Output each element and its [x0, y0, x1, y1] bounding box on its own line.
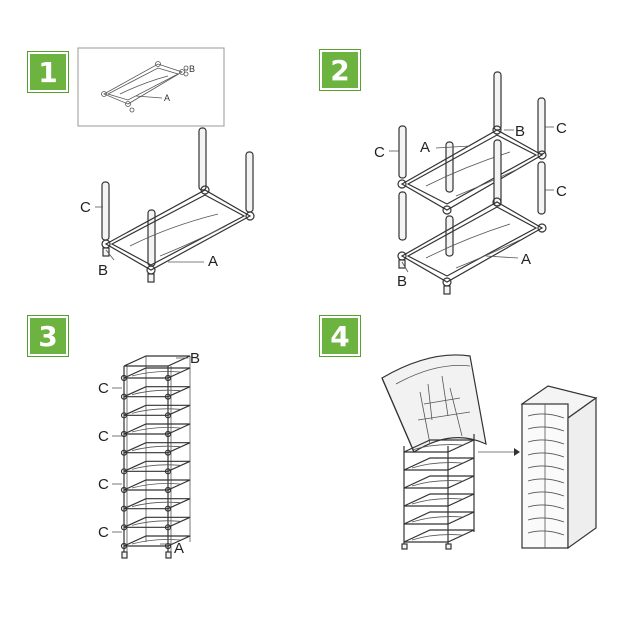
step-1-pole: [245, 151, 254, 213]
step-1-pole: [198, 127, 207, 191]
step-3-label-c3: C: [98, 476, 109, 493]
step-4-shelf-tier: [403, 493, 475, 507]
step-3-label-a: A: [174, 540, 184, 557]
step-2-label-a-top: A: [420, 139, 430, 156]
step-3-shelf-tier: [123, 498, 191, 510]
step-1-inset-label-b: B: [189, 64, 195, 74]
step-3-shelf-tier: [123, 367, 191, 379]
step-2-label-c-right-mid: C: [556, 183, 567, 200]
step-4-cover: [381, 354, 487, 453]
step-1-inset-label-a: A: [164, 93, 170, 103]
step-3-shelf-tier: [123, 516, 191, 528]
step-1-illustration: B A C B: [77, 47, 255, 283]
step-4-badge: 4: [320, 316, 360, 356]
step-1-label-b: B: [98, 262, 108, 279]
step-1-label-c: C: [80, 199, 91, 216]
step-4-rack-partial: [401, 434, 475, 550]
step-3-illustration: B C C C C A: [98, 350, 200, 559]
step-1-pole: [101, 181, 110, 241]
step-4-shelf-tier: [403, 511, 475, 525]
step-2-label-c-left: C: [374, 144, 385, 161]
step-3-label-c4: C: [98, 524, 109, 541]
step-1-label-a: A: [208, 253, 218, 270]
step-3-shelf-tier: [123, 423, 191, 435]
step-1-shelf: C B A: [80, 127, 255, 283]
step-3-shelf-tier: [123, 386, 191, 398]
step-3-badge: 3: [28, 316, 68, 356]
step-2-label-b-top: B: [515, 123, 525, 140]
step-3-label-c1: C: [98, 380, 109, 397]
step-3-shelf-tier: [123, 535, 191, 547]
step-3-shelf-tier: [123, 442, 191, 454]
step-1-badge: 1: [28, 52, 68, 92]
step-3-shelf-tier: [123, 460, 191, 472]
step-3-label-b: B: [190, 350, 200, 367]
step-3-label-c2: C: [98, 428, 109, 445]
step-4-rack-finished: [520, 385, 598, 550]
step-4-shelf-tier: [403, 529, 475, 543]
step-2-illustration: C A B C C A B: [374, 71, 567, 295]
step-4-shelf-tier: [403, 439, 475, 453]
step-4-illustration: [381, 354, 598, 550]
step-3-shelf-tier: [123, 404, 191, 416]
step-4-shelf-tier: [403, 475, 475, 489]
step-2-label-b-bottom: B: [397, 273, 407, 290]
step-2-badge: 2: [320, 50, 360, 90]
step-2-label-a-bottom: A: [521, 251, 531, 268]
step-1-inset-frame: [77, 47, 225, 127]
step-4-shelf-tier: [403, 457, 475, 471]
arrow-right-icon: [514, 448, 520, 456]
step-1-inset-shelf: B A: [101, 61, 195, 113]
step-2-label-c-right-top: C: [556, 120, 567, 137]
step-3-shelf-tier: [123, 479, 191, 491]
